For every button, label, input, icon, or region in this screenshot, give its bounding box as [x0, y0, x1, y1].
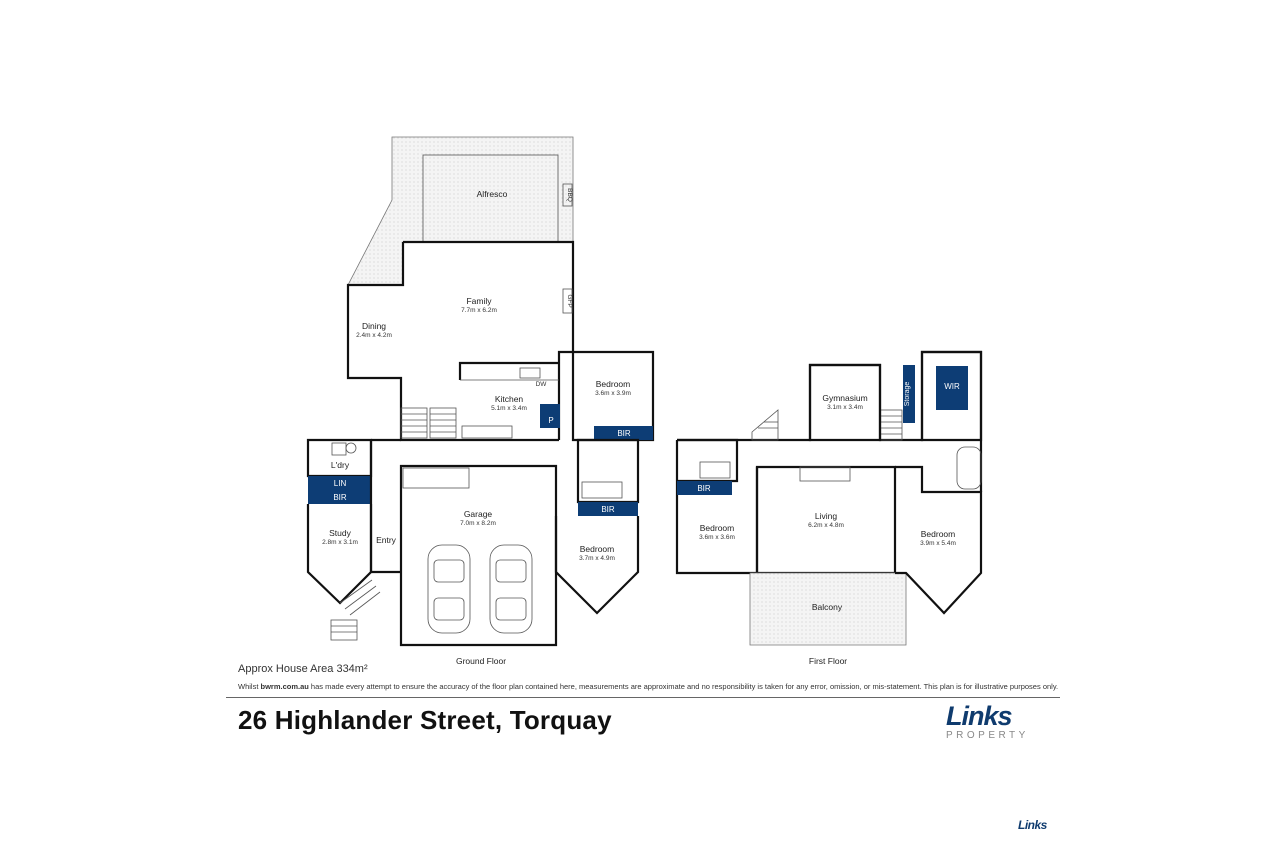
- first-floor-outline: [677, 350, 983, 492]
- bir-tag-first-box: [677, 481, 732, 495]
- bedroom-right-walls: [895, 465, 983, 615]
- ground-floor-label: Ground Floor: [456, 656, 506, 666]
- room-name-study: Study: [329, 528, 351, 538]
- disclaimer-site: bwrm.com.au: [260, 682, 309, 691]
- disclaimer-rest: has made every attempt to ensure the acc…: [308, 682, 1059, 691]
- room-size-bedroom2: 3.7m x 4.9m: [579, 555, 615, 562]
- storage-tag-box: [903, 365, 915, 423]
- wir-walls: [920, 350, 983, 442]
- property-address: 26 Highlander Street, Torquay: [238, 705, 612, 735]
- room-size-kitchen: 5.1m x 3.4m: [491, 405, 527, 412]
- washer: [345, 442, 357, 454]
- ground-floor-plan: [306, 136, 655, 647]
- first-floor-label: First Floor: [809, 656, 847, 666]
- laundry-walls: [306, 438, 373, 478]
- room-size-gymnasium: 3.1m x 3.4m: [827, 404, 863, 411]
- kitchen-counter: [461, 425, 513, 439]
- wir-tag-box: [936, 366, 968, 410]
- car-icon-1: [427, 544, 471, 634]
- room-name-family: Family: [466, 296, 492, 306]
- alfresco-deck: [347, 136, 574, 286]
- laundry-tub: [331, 442, 347, 456]
- room-name-gymnasium: Gymnasium: [822, 393, 867, 403]
- bathtub: [581, 481, 623, 499]
- room-name-bedroom-right: Bedroom: [921, 529, 956, 539]
- room-size-bedroom-right: 3.9m x 5.4m: [920, 540, 956, 547]
- disclaimer: Whilst bwrm.com.au has made every attemp…: [238, 682, 1058, 691]
- gfp-tag: GFP: [566, 294, 573, 307]
- lin-tag: LIN: [334, 479, 347, 488]
- bir-tag-1-box: [594, 426, 653, 440]
- bath-first: [956, 446, 982, 490]
- room-size-family: 7.7m x 6.2m: [461, 307, 497, 314]
- room-size-dining: 2.4m x 4.2m: [356, 332, 392, 339]
- garage-walls: [399, 464, 558, 647]
- balcony-deck: [749, 572, 907, 646]
- entry-steps: [330, 579, 381, 641]
- room-name-dining: Dining: [362, 321, 386, 331]
- living-fireplace: [799, 466, 851, 482]
- ensuite-vanity: [699, 461, 731, 479]
- room-labels: Alfresco Family 7.7m x 6.2m Dining 2.4m …: [322, 189, 956, 666]
- gymnasium-walls: [808, 363, 882, 442]
- feature-tags: BBQ GFP DW P BIR LIN BIR BIR Storage WIR…: [333, 188, 960, 514]
- lin-tag-box: [308, 476, 371, 490]
- bir-tag-3-box: [578, 502, 638, 516]
- room-size-living: 6.2m x 4.8m: [808, 522, 844, 529]
- entry-walls: [369, 438, 401, 574]
- storage-tag: Storage: [904, 382, 911, 407]
- room-name-bedroom2: Bedroom: [580, 544, 615, 554]
- garage-stairs: [402, 467, 470, 489]
- room-size-bedroom-ground: 3.6m x 3.9m: [595, 390, 631, 397]
- bir-tag-2-box: [308, 490, 371, 504]
- study-walls: [306, 504, 373, 605]
- bedroom2-walls: [554, 516, 640, 615]
- logo-wordmark: Links: [946, 701, 1013, 731]
- room-name-bedroom-left: Bedroom: [700, 523, 735, 533]
- room-name-entry: Entry: [376, 535, 397, 545]
- bbq-unit: [562, 183, 573, 207]
- room-name-kitchen: Kitchen: [495, 394, 524, 404]
- wir-tag: WIR: [944, 382, 960, 391]
- first-floor-plan: [675, 350, 983, 646]
- logo-small-mark: Links: [1018, 818, 1047, 832]
- room-name-alfresco: Alfresco: [477, 189, 508, 199]
- pantry-tag-box: [540, 404, 560, 428]
- room-name-bedroom-ground: Bedroom: [596, 379, 631, 389]
- logo-subtitle: PROPERTY: [946, 730, 1029, 741]
- house-area: Approx House Area 334m²: [238, 663, 368, 675]
- disclaimer-prefix: Whilst: [238, 682, 261, 691]
- stairs-ground-1: [400, 407, 457, 439]
- pantry-tag: P: [548, 416, 553, 425]
- room-size-bedroom-left: 3.6m x 3.6m: [699, 534, 735, 541]
- kitchen-sink: [519, 367, 541, 379]
- bir-tag-2: BIR: [333, 493, 347, 502]
- bbq-tag: BBQ: [566, 188, 573, 202]
- links-property-logo: Links PROPERTY: [946, 702, 1046, 741]
- bedroom-left-walls: [675, 438, 759, 575]
- room-size-study: 2.8m x 3.1m: [322, 539, 358, 546]
- room-name-garage: Garage: [464, 509, 493, 519]
- bir-tag-3: BIR: [601, 505, 615, 514]
- bir-tag-1: BIR: [617, 429, 631, 438]
- car-icon-2: [489, 544, 533, 634]
- bath-walls: [576, 438, 640, 504]
- room-size-garage: 7.0m x 8.2m: [460, 520, 496, 527]
- footer-divider: [226, 697, 1060, 698]
- bir-tag-first: BIR: [697, 484, 711, 493]
- room-name-living: Living: [815, 511, 837, 521]
- room-name-laundry: L'dry: [331, 460, 350, 470]
- dw-tag: DW: [536, 381, 548, 388]
- room-name-balcony: Balcony: [812, 602, 843, 612]
- gfp-unit: [562, 288, 573, 314]
